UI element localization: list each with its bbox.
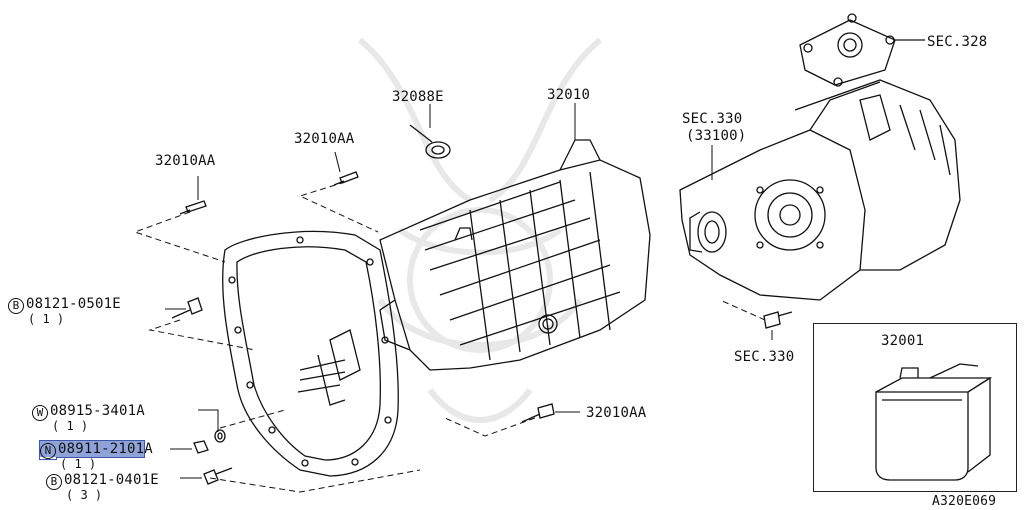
assembly-guide-lines (133, 181, 766, 493)
part-label-32010[interactable]: 32010 (547, 87, 591, 103)
part-code: 08121-0501E (26, 296, 121, 312)
washer-08915-3401A (214, 429, 226, 443)
bolt-32010AA-top (333, 171, 359, 186)
nut-symbol: N (40, 443, 56, 459)
quantity-08915-3401A: ( 1 ) (52, 419, 89, 433)
section-label-SEC330-top[interactable]: SEC.330 (682, 111, 743, 127)
part-label-32010AA-top[interactable]: 32010AA (294, 131, 355, 147)
bolt-32010AA-left (179, 200, 207, 215)
leader-lines (165, 103, 773, 479)
inset-box (813, 323, 1017, 492)
quantity-08121-0501E: ( 1 ) (28, 312, 65, 326)
section-label-33100: (33100) (686, 128, 747, 144)
bell-housing (222, 230, 399, 477)
washer-symbol: W (32, 405, 48, 421)
bolt-08121-0501E (171, 297, 203, 319)
quantity-08121-0401E: ( 3 ) (66, 488, 103, 502)
breather-32088E (409, 124, 451, 159)
bolt-32010AA-bottom (521, 403, 555, 423)
top-cover-plate (799, 13, 925, 87)
watermark-logo (358, 37, 602, 423)
section-label-SEC330-bottom[interactable]: SEC.330 (734, 349, 795, 365)
transfer-case (679, 79, 961, 301)
bolt-symbol: B (46, 474, 62, 490)
fluid-can-32001 (875, 363, 993, 481)
part-label-32001[interactable]: 32001 (881, 333, 925, 349)
part-code-highlighted: 08911-2101 (58, 441, 145, 457)
part-label-32088E[interactable]: 32088E (392, 89, 444, 105)
part-code: 08915-3401A (50, 403, 145, 419)
section-label-SEC328[interactable]: SEC.328 (927, 34, 988, 50)
bolt-symbol: B (8, 298, 24, 314)
nut-08911-2101A (193, 440, 209, 454)
bolt-08121-0401E (203, 467, 233, 485)
part-code: 08121-0401E (64, 472, 159, 488)
quantity-08911-2101A: ( 1 ) (60, 457, 97, 471)
diagram-id: A320E069 (932, 494, 997, 509)
transmission-case (379, 139, 651, 371)
part-label-32010AA-bottom[interactable]: 32010AA (586, 405, 647, 421)
part-code-suffix: A (144, 441, 153, 457)
bolt-SEC330 (763, 311, 793, 329)
part-label-32010AA-left[interactable]: 32010AA (155, 153, 216, 169)
